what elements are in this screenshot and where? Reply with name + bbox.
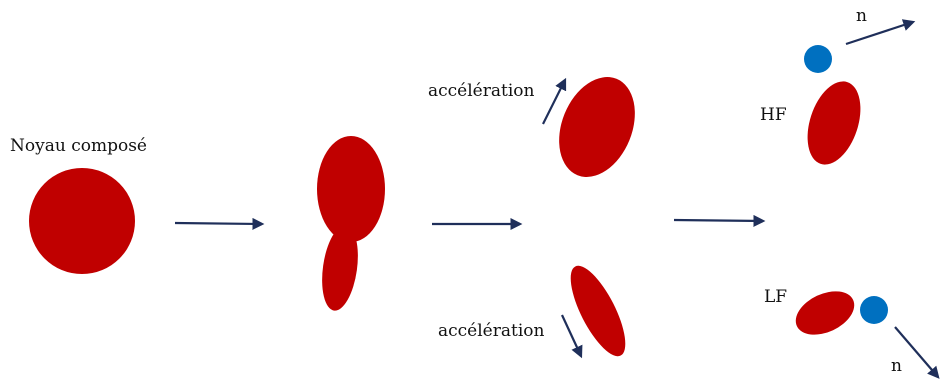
light-fragment-label: LF <box>764 287 787 307</box>
fragment-lower <box>570 265 626 357</box>
neutron-label-top: n <box>856 6 867 26</box>
neutron-bottom <box>860 296 888 324</box>
process-arrow-3 <box>673 214 766 227</box>
heavy-fragment-label: HF <box>760 105 787 125</box>
compound-nucleus <box>29 168 135 274</box>
acceleration-label-bottom: accélération <box>438 321 545 341</box>
light-fragment <box>795 291 855 335</box>
process-arrow-1 <box>174 217 265 230</box>
neutron-arrow-bottom <box>894 326 940 379</box>
acceleration-arrow-top <box>542 77 567 125</box>
acceleration-label-top: accélération <box>428 81 535 101</box>
compound-nucleus-label: Noyau composé <box>10 136 147 156</box>
heavy-fragment <box>807 81 861 165</box>
neutron-top <box>804 45 832 73</box>
deformed-nucleus-lobe-lower <box>322 225 358 311</box>
acceleration-arrow-bottom <box>561 314 583 359</box>
neutron-label-bottom: n <box>891 356 902 376</box>
fragment-upper <box>559 77 635 177</box>
neutron-arrow-top <box>845 19 916 46</box>
deformed-nucleus-lobe-upper <box>317 136 385 242</box>
